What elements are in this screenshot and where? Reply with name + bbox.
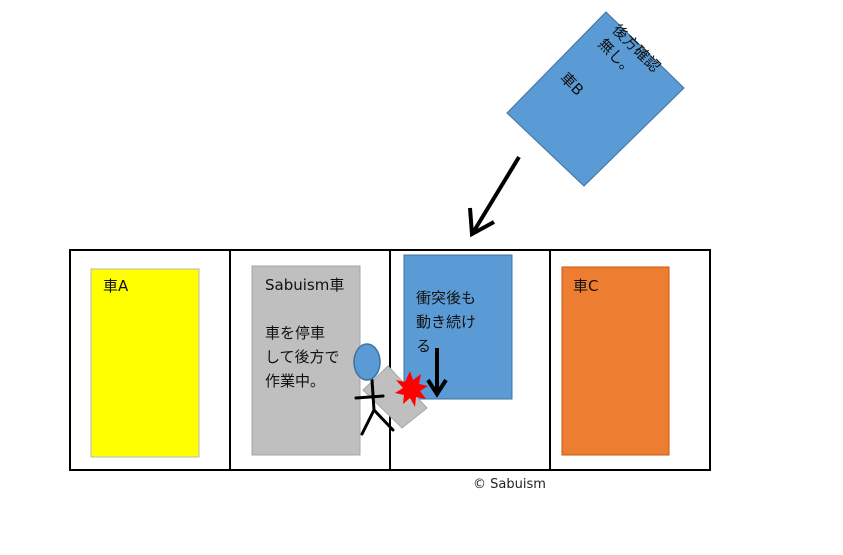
trajectory-arrow [468,155,521,238]
car-a [90,268,200,458]
impact-burst-icon [395,371,428,407]
equipment-box [362,365,428,429]
car-c [561,266,670,456]
car-b-incoming [506,11,685,187]
worker-figure [354,378,395,436]
worker-head [353,343,381,381]
car-a-label: 車A [103,277,129,295]
copyright-notice: © Sabuism [473,477,546,492]
car-b-parked [403,254,513,400]
car-b-parked-note: 衝突後も 動き続け る [416,289,477,355]
car-sabuism [251,265,361,456]
motion-arrow [426,348,448,398]
car-c-label: 車C [573,277,599,295]
car-sabuism-note: 車を停車 して後方で 作業中。 [265,324,340,390]
car-sabuism-label: Sabuism車 [265,276,345,294]
